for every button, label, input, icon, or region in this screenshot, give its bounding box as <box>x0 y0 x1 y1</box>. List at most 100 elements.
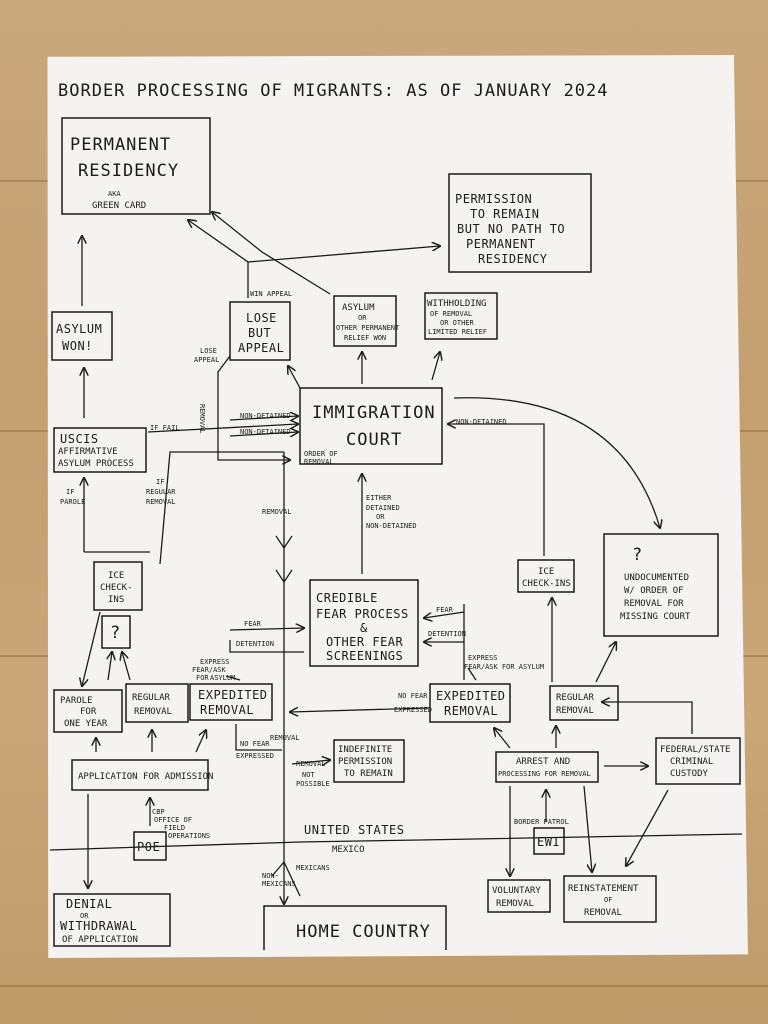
node-label: MISSING COURT <box>620 612 691 622</box>
edge-label: DETENTION <box>236 640 274 648</box>
node-federal-custody: FEDERAL/STATE CRIMINAL CUSTODY <box>655 737 741 785</box>
node-label: PERMISSION <box>455 192 532 206</box>
node-label: REINSTATEMENT <box>568 884 639 894</box>
edge-label: POSSIBLE <box>296 780 330 788</box>
node-label: FEAR PROCESS <box>316 607 409 621</box>
country-label-us: UNITED STATES <box>304 823 404 837</box>
node-label: TO REMAIN <box>344 769 393 779</box>
connectors <box>49 212 743 904</box>
edge-label: REMOVAL <box>296 760 326 768</box>
node-arrest-processing: ARREST AND PROCESSING FOR REMOVAL <box>495 751 599 783</box>
node-label: OTHER FEAR <box>326 635 404 649</box>
edge-label: EXPRESS <box>468 654 498 662</box>
node-label: PERMISSION <box>338 757 392 767</box>
node-regular-removal-right: REGULAR REMOVAL <box>549 685 619 721</box>
node-regular-removal-left: REGULAR REMOVAL <box>125 683 189 723</box>
node-label: EWI <box>537 835 560 849</box>
node-reinstatement: REINSTATEMENT OF REMOVAL <box>563 875 657 923</box>
node-permanent-residency: PERMANENT RESIDENCY AKA GREEN CARD <box>61 117 211 215</box>
node-label: INDEFINITE <box>338 745 392 755</box>
edge-label: NON- <box>262 872 279 880</box>
node-label: EXPEDITED <box>436 689 506 703</box>
node-label: FOR <box>80 707 97 717</box>
node-label: OF APPLICATION <box>62 935 138 945</box>
edge-label: REMOVAL <box>262 508 292 516</box>
node-label: REMOVAL <box>444 704 498 718</box>
edge-label: EITHER <box>366 494 392 502</box>
node-label: LIMITED RELIEF <box>428 328 487 336</box>
node-ice-checkins-left: ICE CHECK- INS <box>93 561 143 611</box>
node-label: & <box>360 621 368 635</box>
node-unknown-question: ? <box>101 615 131 649</box>
node-label: REMOVAL FOR <box>624 599 684 609</box>
node-expedited-removal-right: EXPEDITED REMOVAL <box>429 683 511 723</box>
edge-label: LOSE <box>200 347 217 355</box>
edge-label: REMOVAL <box>146 498 176 506</box>
edge-label: OFFICE OF <box>154 816 192 824</box>
node-label: APPEAL <box>238 341 284 355</box>
edge-label: NO FEAR <box>398 692 428 700</box>
edge-label: IF FAIL <box>150 424 180 432</box>
edge-label: PAROLE <box>60 498 85 506</box>
node-ice-checkins-right: ICE CHECK-INS <box>517 559 575 593</box>
node-expedited-removal-left: EXPEDITED REMOVAL <box>189 683 273 721</box>
node-label: OTHER PERMANENT <box>336 324 400 332</box>
edge-label: DETAINED <box>366 504 400 512</box>
node-credible-fear: CREDIBLE FEAR PROCESS & OTHER FEAR SCREE… <box>309 579 419 667</box>
node-uscis: USCIS AFFIRMATIVE ASYLUM PROCESS <box>53 427 147 473</box>
node-label: CRIMINAL <box>670 757 713 767</box>
edge-label: REGULAR <box>146 488 176 496</box>
edge-label: EXPRESS <box>200 658 230 666</box>
node-indefinite-permission: INDEFINITE PERMISSION TO REMAIN <box>333 739 405 783</box>
edge-label: IF <box>156 478 164 486</box>
edge-label: WIN APPEAL <box>250 290 292 298</box>
edge-label: FEAR/ASK FOR ASYLUM <box>464 663 544 671</box>
node-label: RELIEF WON <box>344 334 386 342</box>
edge-label: FOR <box>196 674 209 682</box>
edge-label: NON-DETAINED <box>240 428 291 436</box>
node-ewi: EWI <box>533 827 565 855</box>
node-label: SCREENINGS <box>326 649 403 663</box>
node-parole-one-year: PAROLE FOR ONE YEAR <box>53 689 123 733</box>
edge-label: APPEAL <box>194 356 219 364</box>
node-label: LOSE <box>246 311 277 325</box>
node-label: ICE <box>108 571 124 581</box>
node-label: RESIDENCY <box>478 252 548 266</box>
edge-label: NOT <box>302 771 315 779</box>
edge-label: FEAR <box>436 606 454 614</box>
paper-sheet <box>47 55 748 958</box>
node-application-admission: APPLICATION FOR ADMISSION <box>71 759 213 791</box>
edge-label: EXPRESSED <box>394 706 432 714</box>
node-label: REGULAR <box>132 693 171 703</box>
node-label: OF REMOVAL <box>430 310 472 318</box>
node-label: UNDOCUMENTED <box>624 573 689 583</box>
node-label: OR OTHER <box>440 319 475 327</box>
node-label: FEDERAL/STATE <box>660 745 730 755</box>
edge-label: FEAR/ASK <box>192 666 227 674</box>
edge-label: NON-DETAINED <box>240 412 291 420</box>
node-label: PERMANENT <box>70 135 171 155</box>
node-lose-but-appeal: LOSE BUT APPEAL <box>229 301 291 361</box>
node-label: PAROLE <box>60 696 93 706</box>
node-label: CUSTODY <box>670 769 709 779</box>
node-asylum-won: ASYLUM WON! <box>51 311 113 361</box>
node-label: AKA <box>108 190 121 198</box>
edge-labels: WIN APPEAL LOSE APPEAL REMOVAL IF FAIL N… <box>60 290 569 888</box>
node-label: W/ ORDER OF <box>624 586 684 596</box>
node-label: CHECK-INS <box>522 579 571 589</box>
node-label: IMMIGRATION <box>312 403 436 423</box>
node-label: CREDIBLE <box>316 591 378 605</box>
node-label: BUT <box>248 326 271 340</box>
node-label: PROCESSING FOR REMOVAL <box>498 770 591 778</box>
node-voluntary-removal: VOLUNTARY REMOVAL <box>487 879 551 913</box>
node-label: BUT NO PATH TO <box>457 222 565 236</box>
node-label: AFFIRMATIVE <box>58 447 118 457</box>
node-label: REMOVAL <box>134 707 172 717</box>
node-label: ASYLUM PROCESS <box>58 459 134 469</box>
edge-label: MEXICANS <box>262 880 296 888</box>
node-label: GREEN CARD <box>92 201 146 211</box>
node-label: WON! <box>62 339 93 353</box>
node-label: EXPEDITED <box>198 688 268 702</box>
edge-label: CBP <box>152 808 165 816</box>
node-permission-to-remain: PERMISSION TO REMAIN BUT NO PATH TO PERM… <box>448 173 592 273</box>
